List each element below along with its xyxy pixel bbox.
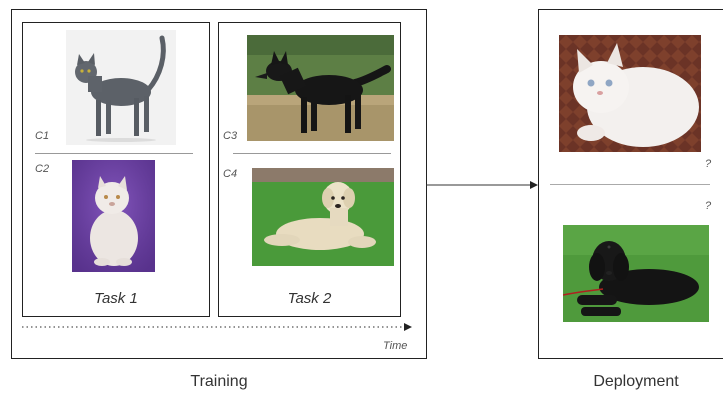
task-1-label: Task 1 bbox=[94, 290, 138, 307]
training-to-deployment-arrow bbox=[426, 181, 538, 189]
class-label-c3: C3 bbox=[223, 130, 238, 142]
class-label-c4: C4 bbox=[223, 168, 238, 180]
task-1-separator bbox=[35, 153, 193, 154]
query-mark-1: ? bbox=[705, 158, 712, 170]
task-2-label: Task 2 bbox=[287, 290, 332, 307]
white-fluffy-cat-photo bbox=[559, 35, 701, 152]
time-arrow bbox=[22, 323, 412, 331]
deployment-caption: Deployment bbox=[593, 373, 679, 390]
cream-terrier-photo bbox=[252, 168, 394, 266]
gray-cat-photo bbox=[66, 30, 176, 145]
black-dog-photo bbox=[247, 35, 394, 141]
training-caption: Training bbox=[190, 373, 248, 390]
class-label-c2: C2 bbox=[35, 163, 50, 175]
time-label: Time bbox=[383, 340, 408, 352]
deployment-separator bbox=[550, 184, 710, 185]
class-label-c1: C1 bbox=[35, 130, 50, 142]
white-persian-cat-photo bbox=[72, 160, 155, 272]
task-2-separator bbox=[233, 153, 391, 154]
black-shaggy-dog-photo bbox=[563, 225, 709, 322]
query-mark-2: ? bbox=[705, 200, 712, 212]
